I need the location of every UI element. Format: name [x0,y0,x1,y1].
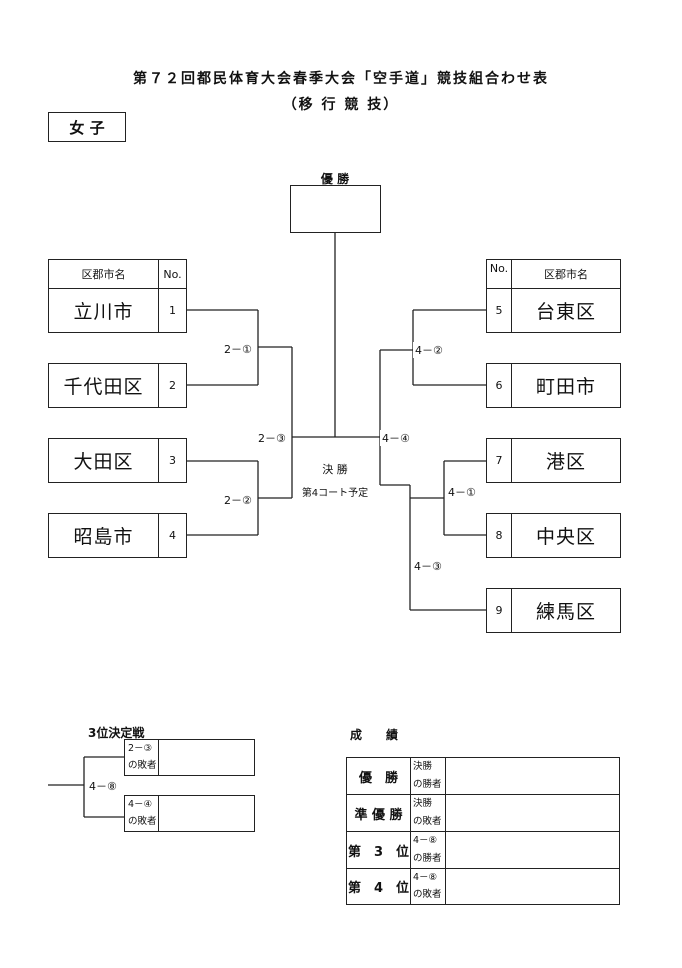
result-value [445,868,620,905]
result-place: 第 3 位 [346,831,411,869]
page-title: 第７２回都民体育大会春季大会「空手道」競技組合わせ表 [133,71,549,87]
team-name: 港区 [511,438,621,483]
third-place-title: 3位決定戦 [88,726,145,740]
team-name: 千代田区 [48,363,159,408]
team-number: 8 [486,513,512,558]
left-header-district: 区郡市名 [48,259,159,289]
match-label: 2－③ [256,430,288,446]
team-number: 1 [158,288,187,333]
slot-source: 4－④ [128,799,153,810]
result-value [445,757,620,795]
team-name: 町田市 [511,363,621,408]
slot-condition: の敗者 [128,816,157,827]
result-condition: の敗者 [413,816,442,827]
third-place-slot-2: 4－④ の敗者 [124,795,255,832]
result-source: 決勝 [413,761,433,772]
team-number: 9 [486,588,512,633]
third-place-slot-1: 2－③ の敗者 [124,739,255,776]
slot-source: 2－③ [128,743,153,754]
result-condition: の勝者 [413,779,442,790]
result-place: 優 勝 [346,757,411,795]
team-name: 台東区 [511,288,621,333]
team-number: 5 [486,288,512,333]
right-header-no: No. [486,259,512,289]
team-name: 昭島市 [48,513,159,558]
result-condition: の勝者 [413,853,442,864]
result-value [445,794,620,832]
category-label: 女 子 [48,112,126,142]
final-label: 決 勝 [322,463,348,476]
final-note: 第4コート予定 [301,488,369,499]
match-label: 4－② [413,342,445,358]
left-header-no: No. [158,259,187,289]
page-subtitle: （移 行 競 技） [282,97,400,113]
result-value [445,831,620,869]
match-label: 4－④ [380,430,412,446]
match-label: 4－③ [412,558,444,574]
match-label: 2－① [222,341,254,357]
result-condition: の敗者 [413,889,442,900]
right-header-district: 区郡市名 [511,259,621,289]
team-number: 7 [486,438,512,483]
team-number: 4 [158,513,187,558]
result-place: 第 4 位 [346,868,411,905]
team-number: 6 [486,363,512,408]
champion-label: 優 勝 [320,172,350,186]
match-label: 2－② [222,492,254,508]
result-source: 決勝 [413,798,433,809]
team-name: 練馬区 [511,588,621,633]
team-name: 大田区 [48,438,159,483]
result-source: 4－⑧ [413,872,438,883]
team-number: 2 [158,363,187,408]
team-name: 立川市 [48,288,159,333]
results-title: 成 績 [350,728,399,742]
slot-condition: の敗者 [128,760,157,771]
result-place: 準 優 勝 [346,794,411,832]
team-number: 3 [158,438,187,483]
team-name: 中央区 [511,513,621,558]
match-label: 4－① [446,484,478,500]
third-place-match: 4－⑧ [87,778,119,794]
result-source: 4－⑧ [413,835,438,846]
champion-box [290,185,381,233]
